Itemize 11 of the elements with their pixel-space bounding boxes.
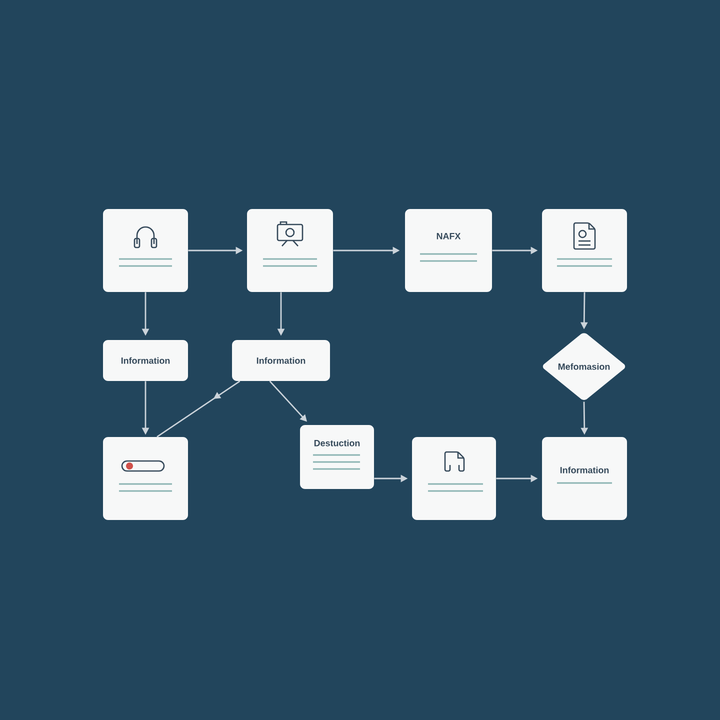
process-box <box>103 209 188 292</box>
process-box: Destuction <box>300 425 374 489</box>
process-box <box>103 437 188 520</box>
process-box: Information <box>232 340 330 381</box>
process-box <box>247 209 333 292</box>
process-box: Information <box>542 437 627 520</box>
process-box: NAFX <box>405 209 492 292</box>
arrow <box>156 380 240 438</box>
process-box <box>412 437 496 520</box>
process-box: Information <box>103 340 188 381</box>
process-box <box>542 209 627 292</box>
